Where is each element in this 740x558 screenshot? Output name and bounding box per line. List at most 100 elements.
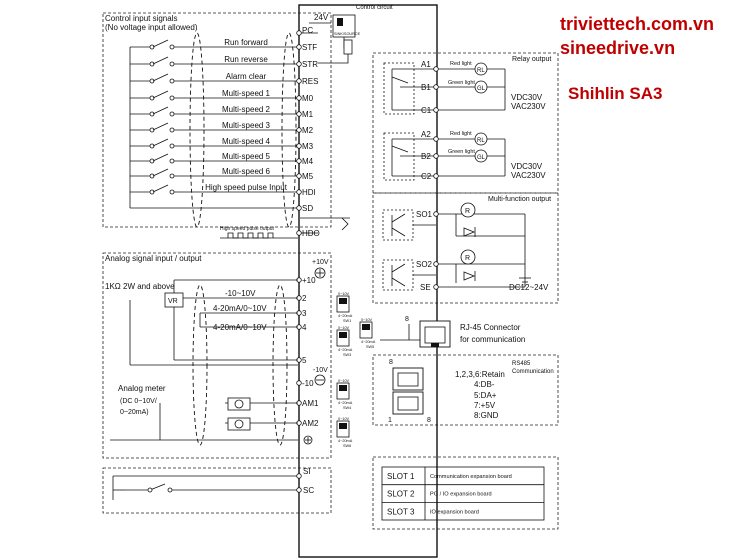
dip-upper-label: 0~10V: [338, 292, 350, 296]
input-label: Multi-speed 6: [222, 167, 271, 176]
si-sc-box: [102, 467, 332, 514]
dip-lower-label: 4~20mA: [338, 439, 353, 443]
terminal-c2: C2: [421, 172, 432, 181]
lamp-gl: GL: [477, 155, 486, 161]
switch-lever: [152, 138, 169, 147]
multifunction-title: Multi-function output: [488, 196, 551, 203]
terminal-dot: [296, 380, 302, 386]
terminal-str: STR: [302, 60, 318, 69]
relay-contact-box: [383, 132, 415, 181]
terminal-dot: [296, 143, 302, 149]
resistor-note: 1KΩ 2W and above: [105, 282, 175, 291]
analog-terminal-minus10: -10: [302, 379, 314, 388]
lamp-rl: RL: [477, 68, 485, 74]
input-label: Alarm clear: [226, 72, 267, 81]
input-row-m2: Multi-speed 3M2: [130, 121, 314, 135]
rs485-pin-0: 1,2,3,6:Retain: [455, 370, 505, 379]
terminal-dot: [433, 153, 439, 159]
slot-name-2: SLOT 2: [387, 490, 415, 499]
terminal-m3: M3: [302, 142, 314, 151]
rs485-pin-8: 8: [389, 359, 393, 366]
meter-2: [227, 417, 251, 431]
rs485-pin-3: 7:+5V: [474, 401, 496, 410]
green-lamp: [474, 149, 488, 163]
dip-name: SW1: [343, 319, 351, 323]
range-terminal-2: -10~10V: [225, 289, 256, 298]
rs485-pin-8b: 8: [427, 417, 431, 424]
slot-name-3: SLOT 3: [387, 507, 415, 516]
relay-voltage-1: VDC30V: [511, 162, 543, 171]
switch-contact: [169, 44, 175, 50]
terminal-dot: [433, 107, 439, 113]
terminal-so1: SO1: [416, 210, 433, 219]
input-row-m1: Multi-speed 2 M1: [130, 105, 314, 119]
analog-terminal-rows: +102345-10AM1AM2-10~10V4-20mA/0~10V4-20m…: [213, 276, 319, 428]
rs485-pin-4: 8:GND: [474, 411, 499, 420]
model-label: Shihlin SA3: [568, 84, 663, 103]
dip-name: SW4: [343, 406, 351, 410]
terminal-m4: M4: [302, 157, 314, 166]
switch-contact: [149, 111, 155, 117]
rs485-box: [372, 354, 559, 426]
switch-contact: [169, 189, 175, 195]
red-lamp: [474, 62, 488, 76]
analog-terminal-am2: AM2: [302, 419, 319, 428]
input-label: Multi-speed 4: [222, 137, 271, 146]
analog-meter-sub2: 0~20mA): [120, 409, 149, 416]
analog-meter-sub1: (DC 0~10V/: [120, 398, 157, 405]
switch-lever: [152, 184, 169, 193]
range-terminal-4: 4-20mA/0~10V: [213, 323, 267, 332]
input-row-m0: Multi-speed 1M0: [130, 89, 314, 103]
analog-terminal-3: 3: [302, 309, 307, 318]
switch-contact: [169, 95, 175, 101]
so1-transistor: [382, 209, 436, 241]
analog-terminal-2: 2: [302, 294, 307, 303]
terminal-pc: PC: [302, 26, 313, 35]
switch-contact: [149, 158, 155, 164]
rj45-label: RJ-45 Connector: [460, 323, 521, 332]
terminal-dot: [296, 173, 302, 179]
switch-lever: [152, 39, 169, 48]
so-voltage: DC12~24V: [509, 283, 549, 292]
switch-contact: [149, 44, 155, 50]
terminal-dot: [433, 173, 439, 179]
analog-box: [102, 252, 332, 459]
input-row-m3: Multi-speed 4 M3: [130, 137, 314, 151]
supply-24v: 24V: [314, 13, 329, 22]
control-circuit-title: Control circuit: [356, 5, 393, 11]
terminal-m1: M1: [302, 110, 314, 119]
shield-left: [189, 32, 205, 228]
so2-transistor: [382, 259, 436, 291]
switch-contact: [169, 127, 175, 133]
terminal-dot: [296, 78, 302, 84]
slots-box: [372, 456, 559, 530]
rj45-pin-top: 8: [405, 316, 409, 323]
switch-lever: [152, 73, 169, 82]
input-label: Run forward: [224, 38, 268, 47]
analog-meter-label: Analog meter: [118, 384, 166, 393]
terminal-dot: [433, 66, 439, 72]
range-terminal-3: 4-20mA/0~10V: [213, 304, 267, 313]
slot-desc-3: IO expansion board: [430, 509, 479, 515]
slots-border: [381, 466, 545, 521]
switch-contact: [149, 189, 155, 195]
dip-name: SW5: [366, 345, 374, 349]
switch-contact: [169, 78, 175, 84]
red-lamp: [474, 132, 488, 146]
terminal-dot: [296, 111, 302, 117]
terminal-c1: C1: [421, 106, 432, 115]
rs485-pin-1: 1: [388, 417, 392, 424]
dip-name: SW6: [343, 444, 351, 448]
dip-lower-label: 4~20mA: [338, 314, 353, 318]
input-label: Multi-speed 2: [222, 105, 271, 114]
sink-source-label: SINK/SOURCE: [334, 32, 361, 36]
terminal-dot: [433, 136, 439, 142]
terminal-b2: B2: [421, 152, 431, 161]
